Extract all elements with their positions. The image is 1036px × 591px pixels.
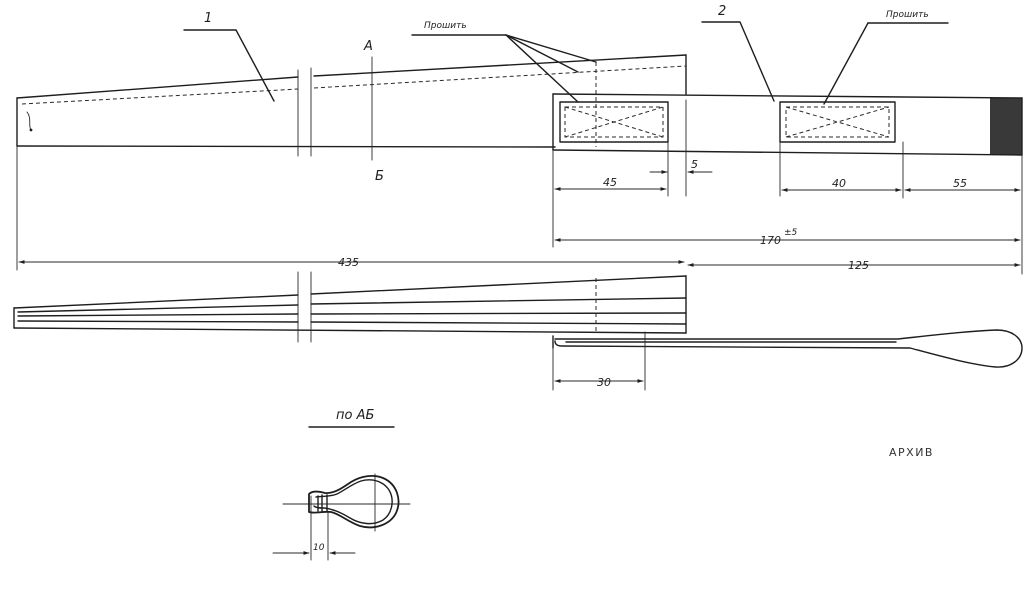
dim-40-text: 40 [832, 177, 846, 190]
part-1-label: 1 [204, 11, 212, 26]
section-mark-a: А [363, 39, 373, 54]
dimension-55: 55 [904, 177, 1021, 192]
archive-stamp: АРХИВ [889, 446, 934, 459]
callout-part-1: 1 [183, 11, 275, 102]
break-lines-side [297, 271, 312, 343]
section-view-label: по АБ [336, 408, 374, 423]
hatched-tab [990, 98, 1022, 155]
dim-10-text: 10 [313, 543, 325, 553]
part-2-label: 2 [718, 4, 726, 19]
dimension-45: 45 [554, 176, 667, 191]
stitch-right-label: Прошить [886, 10, 929, 20]
dimension-170: 170 ±5 [554, 228, 1021, 247]
dim-170-tolerance: ±5 [784, 228, 798, 238]
part-1-plan-view [16, 54, 687, 148]
part-2-plan-view [552, 93, 1023, 156]
dimension-435: 435 [18, 256, 685, 269]
side-view-part-1 [13, 275, 687, 334]
dimension-125: 125 [687, 259, 1021, 272]
stitch-box-right [779, 101, 896, 143]
stitch-left-label: Прошить [424, 21, 467, 31]
dim-125-text: 125 [848, 259, 869, 272]
dimension-30: 30 [552, 331, 646, 391]
callout-stitch-right: Прошить [823, 10, 949, 105]
section-mark-b: Б [375, 169, 384, 184]
section-view-keyhole: 10 [272, 473, 411, 561]
stitch-box-left [559, 101, 669, 143]
dim-55-text: 55 [953, 177, 967, 190]
dim-45-text: 45 [603, 176, 617, 189]
dim-30-text: 30 [597, 376, 611, 389]
callout-part-2: 2 [701, 4, 775, 102]
side-view-part-2-loop [552, 329, 1023, 368]
dimension-40: 40 [781, 177, 902, 192]
section-line-ab: А Б [363, 39, 384, 184]
dim-5-text: 5 [691, 158, 698, 171]
dim-435-text: 435 [338, 256, 359, 269]
break-lines-plan [297, 67, 312, 157]
extension-lines [16, 99, 1023, 275]
dim-170-text: 170 [760, 234, 781, 247]
callout-stitch-left: Прошить [411, 21, 597, 103]
dimension-5: 5 [649, 158, 713, 174]
section-view-title: по АБ [308, 408, 395, 428]
